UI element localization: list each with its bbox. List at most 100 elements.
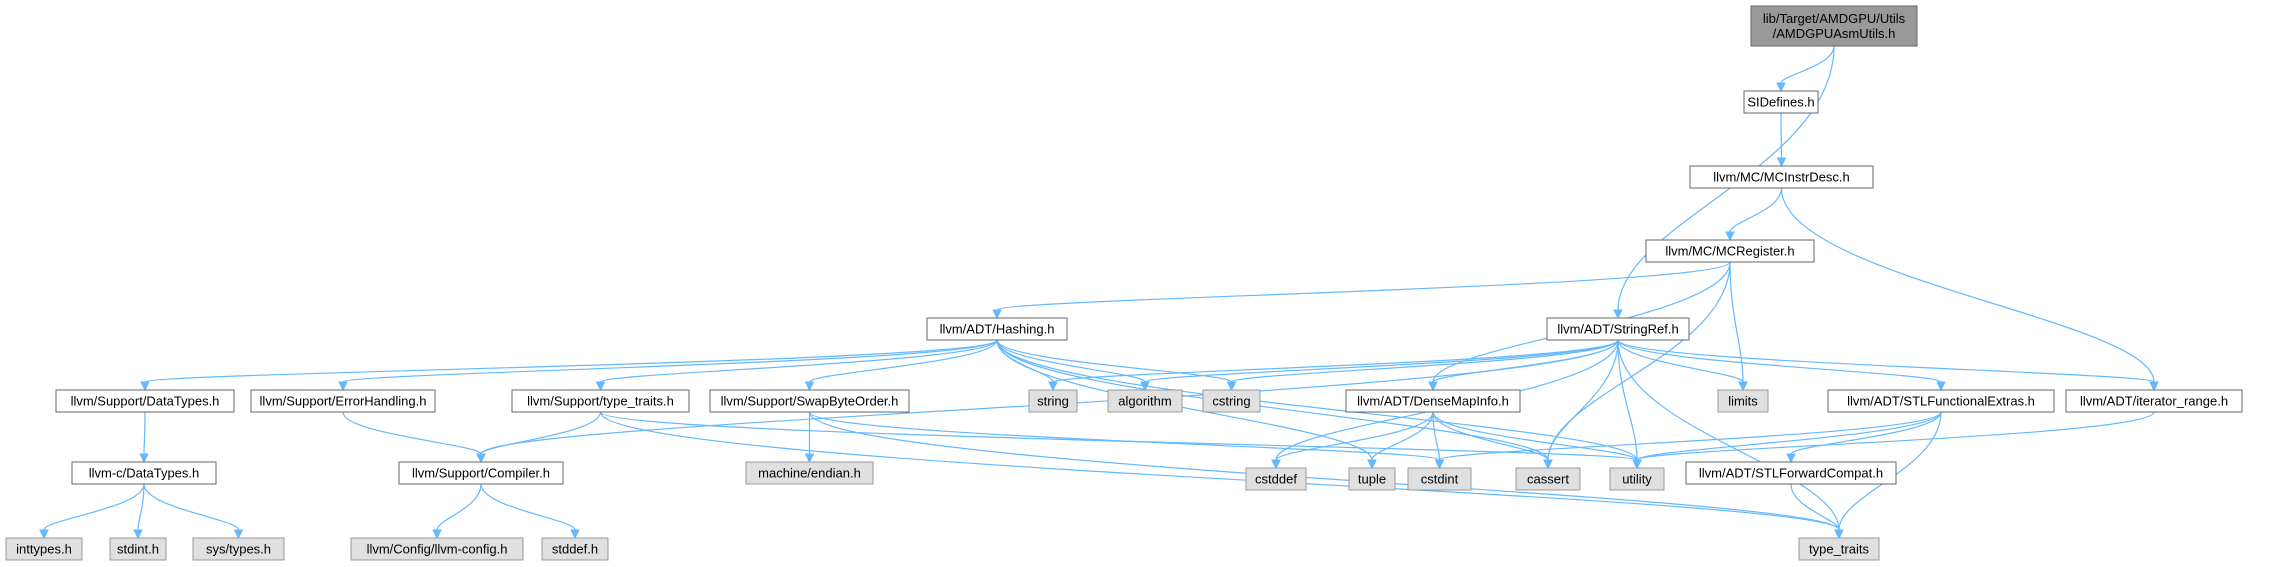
node-tuple: tuple: [1348, 467, 1396, 491]
edge-arrowhead: [570, 529, 580, 540]
node-sidefines[interactable]: SIDefines.h: [1743, 90, 1819, 114]
node-compiler[interactable]: llvm/Support/Compiler.h: [398, 461, 564, 485]
node-densemapinfo[interactable]: llvm/ADT/DenseMapInfo.h: [1345, 389, 1521, 413]
node-layer: lib/Target/AMDGPU/Utils/AMDGPUAsmUtils.h…: [5, 5, 2243, 561]
node-box: [1546, 317, 1690, 341]
node-iteratorrange[interactable]: llvm/ADT/iterator_range.h: [2065, 389, 2243, 413]
edge-arrowhead: [140, 381, 150, 392]
node-errorhandling[interactable]: llvm/Support/ErrorHandling.h: [250, 389, 436, 413]
edge-densemapinfo-to-cassert: [1432, 411, 1553, 470]
node-box: [1750, 5, 1918, 47]
node-label: llvm-c/DataTypes.h: [89, 466, 200, 481]
edge-line: [808, 411, 1441, 461]
edge-line: [1438, 411, 1942, 461]
edge-arrowhead: [233, 529, 244, 540]
node-stddef: stddef.h: [541, 537, 609, 561]
edge-line: [143, 483, 240, 531]
node-box: [109, 537, 167, 561]
node-cstddef: cstddef: [1245, 467, 1307, 491]
node-typetraitsstd: type_traits: [1798, 537, 1880, 561]
edge-compiler-to-llvmconfig: [432, 483, 482, 540]
node-box: [1717, 389, 1769, 413]
edge-stringref-to-stlfunctional: [1617, 339, 1946, 392]
node-stlforward[interactable]: llvm/ADT/STLForwardCompat.h: [1685, 461, 1897, 485]
edge-line: [1052, 339, 1619, 383]
node-algorithm: algorithm: [1107, 389, 1183, 413]
node-systypes: sys/types.h: [192, 537, 285, 561]
edge-line: [1230, 339, 1619, 383]
node-box: [1645, 239, 1815, 263]
edge-line: [480, 411, 602, 455]
node-label: llvm/MC/MCRegister.h: [1665, 244, 1794, 259]
edge-line: [808, 339, 998, 383]
edge-line: [996, 261, 1731, 311]
edge-arrowhead: [992, 309, 1002, 320]
edge-arrowhead: [595, 381, 606, 392]
edge-mcregister-to-cassert: [1543, 261, 1731, 470]
node-box: [1348, 467, 1396, 491]
edge-stlfunctional-to-utility: [1632, 411, 1942, 470]
node-mcinstrdesc[interactable]: llvm/MC/MCInstrDesc.h: [1689, 165, 1874, 189]
edge-arrowhead: [1140, 381, 1150, 392]
node-hashing[interactable]: llvm/ADT/Hashing.h: [926, 317, 1068, 341]
node-label: llvm/ADT/Hashing.h: [940, 322, 1055, 337]
node-swapbyte[interactable]: llvm/Support/SwapByteOrder.h: [709, 389, 910, 413]
node-stlfunctional[interactable]: llvm/ADT/STLFunctionalExtras.h: [1827, 389, 2055, 413]
node-label: string: [1037, 394, 1069, 409]
edge-arrowhead: [1613, 309, 1623, 320]
node-root[interactable]: lib/Target/AMDGPU/Utils/AMDGPUAsmUtils.h: [1750, 5, 1918, 47]
edge-line: [1617, 339, 1942, 383]
edge-arrowhead: [1271, 459, 1281, 470]
edge-stringref-to-iteratorrange: [1617, 339, 2159, 392]
edge-line: [1617, 339, 2155, 383]
edge-line: [137, 483, 145, 531]
edge-line: [1636, 411, 1942, 461]
node-datatypes[interactable]: llvm/Support/DataTypes.h: [55, 389, 235, 413]
edge-arrowhead: [133, 529, 143, 540]
edge-cdatatypes-to-stdint: [133, 483, 145, 540]
edge-stringref-to-densemapinfo: [1428, 339, 1619, 392]
node-mcregister[interactable]: llvm/MC/MCRegister.h: [1645, 239, 1815, 263]
edge-line: [1275, 411, 1434, 461]
edge-line: [1790, 411, 1942, 455]
edge-arrowhead: [1632, 459, 1642, 470]
node-label: llvm/ADT/StringRef.h: [1557, 322, 1678, 337]
edge-layer: [39, 45, 2159, 540]
edge-densemapinfo-to-utility: [1432, 411, 1642, 470]
edge-line: [808, 411, 1840, 531]
node-stringref[interactable]: llvm/ADT/StringRef.h: [1546, 317, 1690, 341]
node-cassert: cassert: [1515, 467, 1581, 491]
node-label: inttypes.h: [16, 542, 72, 557]
node-box: [1798, 537, 1880, 561]
node-box: [398, 461, 564, 485]
node-box: [1107, 389, 1183, 413]
edge-errorhandling-to-compiler: [342, 411, 486, 464]
edge-arrowhead: [2149, 381, 2159, 392]
node-label: tuple: [1358, 472, 1386, 487]
node-label: llvm/ADT/STLFunctionalExtras.h: [1847, 394, 2035, 409]
node-label: sys/types.h: [206, 542, 271, 557]
node-cstring: cstring: [1202, 389, 1261, 413]
edge-arrowhead: [1434, 459, 1445, 470]
edge-arrowhead: [1725, 231, 1735, 242]
node-box: [1743, 90, 1819, 114]
edge-root-to-sidefines: [1776, 45, 1835, 93]
node-label: cstring: [1212, 394, 1250, 409]
node-label: SIDefines.h: [1747, 95, 1814, 110]
node-cdatatypes[interactable]: llvm-c/DataTypes.h: [71, 461, 217, 485]
edge-line: [599, 411, 1840, 531]
edge-line: [599, 339, 998, 383]
node-typetraits[interactable]: llvm/Support/type_traits.h: [511, 389, 690, 413]
edge-hashing-to-datatypes: [140, 339, 998, 392]
edge-line: [996, 339, 1233, 383]
node-box: [745, 461, 874, 485]
node-inttypes: inttypes.h: [5, 537, 83, 561]
edge-swapbyte-to-cstdint: [808, 411, 1445, 470]
edge-line: [342, 339, 998, 383]
edge-line: [1547, 339, 1619, 461]
edge-cdatatypes-to-systypes: [143, 483, 244, 540]
node-label: stdint.h: [117, 542, 159, 557]
edge-line: [144, 339, 998, 383]
edge-line: [1617, 45, 1835, 311]
node-label: algorithm: [1118, 394, 1171, 409]
